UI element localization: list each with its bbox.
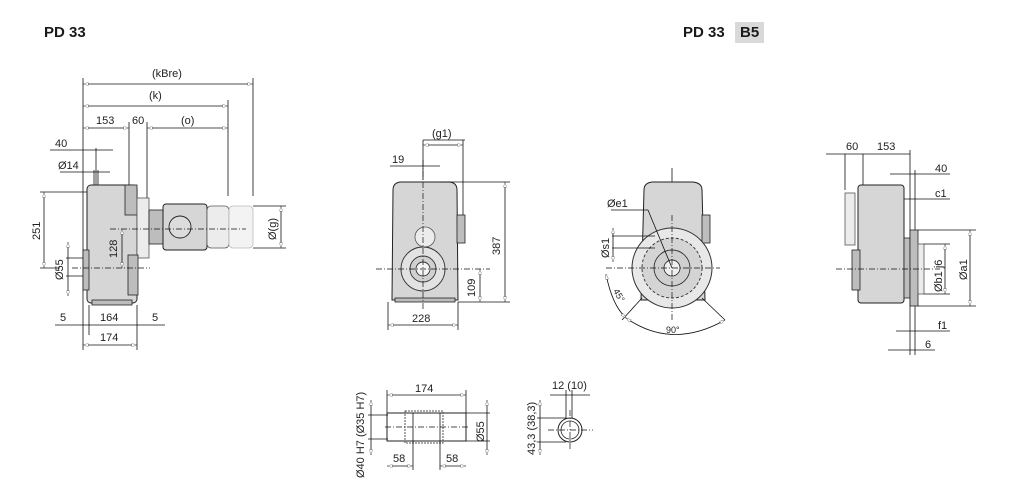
dim-keyway-width: 12 (10): [552, 380, 587, 392]
dim-5a: 5: [60, 312, 66, 324]
dim-387: 387: [491, 237, 503, 255]
dim-shaft-55: Ø55: [475, 421, 487, 442]
dim-19: 19: [392, 154, 404, 166]
dim-6: 6: [925, 339, 931, 351]
dim-k: (k): [149, 90, 162, 102]
dim-251: 251: [31, 222, 43, 240]
dim-58b: 58: [446, 453, 458, 465]
dim-kbre: (kBre): [152, 68, 182, 80]
dim-e1: Øe1: [607, 198, 628, 210]
dim-b5-60: 60: [846, 141, 858, 153]
hollow-shaft-drawing: [368, 390, 490, 470]
side-view-labels: (kBre) (k) 153 60 (o) 40 Ø14 251 Ø55 128…: [31, 68, 279, 344]
dim-5b: 5: [152, 312, 158, 324]
hollow-shaft-labels: 174 Ø40 H7 (Ø35 H7) Ø55 58 58: [355, 383, 487, 478]
flange-view-drawing: [606, 168, 725, 335]
dim-a1: Øa1: [958, 259, 970, 280]
dim-164: 164: [100, 312, 118, 324]
side-view-drawing: [40, 78, 286, 350]
title-pd33-left: PD 33: [44, 24, 86, 41]
dim-b5-40: 40: [935, 163, 947, 175]
dim-keyway-height: 43,3 (38,3): [526, 402, 538, 455]
dim-g: Ø(g): [267, 218, 279, 240]
dim-153: 153: [96, 115, 114, 127]
dim-109: 109: [466, 279, 478, 297]
keyway-labels: 12 (10) 43,3 (38,3): [526, 380, 587, 455]
b5-side-view-labels: 60 153 40 c1 Øb1 j6 Øa1 f1 6: [846, 141, 970, 351]
dim-c1: c1: [935, 188, 947, 200]
dim-14: Ø14: [58, 160, 79, 172]
dim-shaft-174: 174: [415, 383, 433, 395]
dim-f1: f1: [938, 320, 947, 332]
dim-55: Ø55: [54, 259, 66, 280]
angle-90: 90°: [666, 325, 680, 335]
dim-174: 174: [100, 332, 118, 344]
dim-58a: 58: [393, 453, 405, 465]
dim-s1: Øs1: [600, 238, 612, 258]
dim-40: 40: [55, 138, 67, 150]
dim-228: 228: [412, 313, 430, 325]
dim-60: 60: [132, 115, 144, 127]
keyway-drawing: [537, 390, 593, 455]
dim-g1: (g1): [432, 128, 452, 140]
b5-side-view-drawing: [826, 150, 976, 355]
front-view-drawing: [376, 139, 510, 330]
dim-128: 128: [108, 240, 120, 258]
angle-45: 45°: [611, 287, 627, 304]
b5-badge: B5: [735, 22, 765, 43]
front-view-labels: (g1) 19 387 109 228: [392, 128, 503, 325]
dim-o: (o): [181, 115, 194, 127]
dim-b5-153: 153: [877, 141, 895, 153]
dim-b1: Øb1 j6: [933, 260, 945, 292]
dim-bore: Ø40 H7 (Ø35 H7): [355, 392, 367, 478]
title-pd33-right: PD 33: [683, 24, 725, 41]
